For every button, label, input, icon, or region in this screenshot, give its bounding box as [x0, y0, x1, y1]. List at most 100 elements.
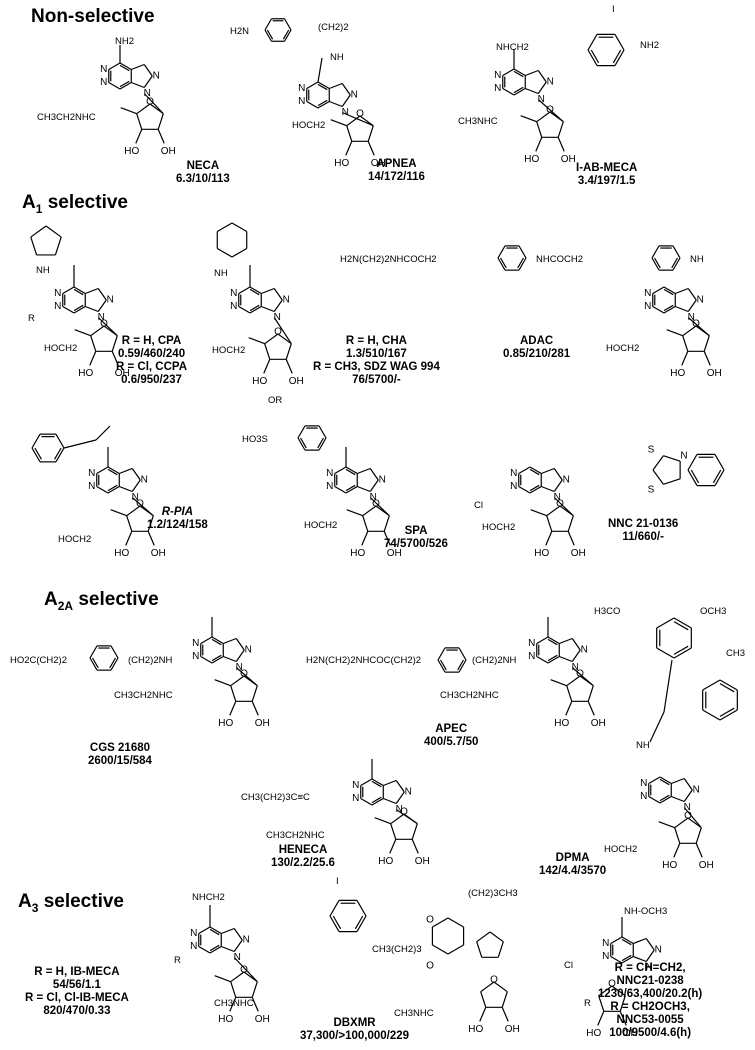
apec-oh-left: HO — [554, 718, 569, 729]
adac-pyrimidine-bond — [663, 305, 676, 314]
nnc-benzothiazole-bond — [687, 469, 698, 486]
cha-ribose-bond — [264, 333, 279, 345]
dpma-ch3: CH3 — [726, 648, 746, 659]
dpma-nh: NH — [636, 740, 650, 751]
neca-oh-bond — [157, 129, 165, 144]
adac-hoch2: HOCH2 — [606, 343, 640, 354]
iabmeca-oh-bond — [557, 137, 565, 152]
nnc-thiazole-bond — [663, 455, 681, 462]
dbxmr-oxo-bottom: O — [426, 961, 434, 972]
nncseries-n9: N — [646, 962, 653, 973]
cgs-phenyl-double-bond — [92, 657, 99, 669]
nncseries-imidazole — [645, 938, 655, 951]
apec-oh-bond — [565, 701, 573, 716]
nncseries-pyrimidine-bond — [610, 955, 623, 964]
dpma-dimethoxyphenyl-bond — [656, 647, 675, 659]
neca-ribose-bond — [157, 113, 164, 130]
adac-imidazole — [687, 288, 697, 301]
adac-phenyl-a-bond — [518, 245, 527, 259]
nncseries-imidazole — [645, 949, 655, 962]
dbxmr-imidazole-bond — [476, 941, 483, 958]
heading-a3-selective: A3 selective — [18, 891, 124, 915]
rpia-phenyl-bond — [31, 433, 41, 449]
spa-pyrimidine-double-bond — [345, 468, 356, 476]
apec-phenyl-bond — [437, 647, 446, 661]
nncseries-n3: N — [602, 951, 609, 962]
dpma-oh-left: HO — [662, 860, 677, 871]
apnea-pyrimidine-bond — [306, 81, 319, 90]
rpia-n1: N — [88, 468, 95, 479]
cha-cyclohexyl-bond — [231, 222, 248, 233]
dpma-tolyl-bond — [719, 709, 738, 721]
apnea-n6-bond — [317, 57, 323, 83]
nnc-ribose-bond — [546, 505, 561, 517]
iabmeca-pyrimidine-double-bond — [513, 70, 524, 78]
spa-glycosidic — [369, 497, 390, 517]
adac-pyrimidine-double-bond — [663, 288, 674, 296]
dpma-n1: N — [640, 778, 647, 789]
dpma-dimethoxyphenyl-bond — [673, 647, 692, 659]
nnc-ribose-bond — [567, 515, 574, 532]
apec-ch2nh: (CH2)2NH — [472, 655, 517, 666]
cgs-pyrimidine-bond — [211, 636, 224, 645]
cgs-pyrimidine-double-bond — [211, 638, 222, 646]
ibmeca-n9: N — [234, 952, 241, 963]
heneca-oh-bond — [411, 839, 419, 854]
cha-cyclohexyl-bond — [216, 247, 233, 258]
cha-hoch2: HOCH2 — [212, 345, 246, 356]
cha-ribose-bond — [277, 333, 292, 345]
heneca-imidazole — [395, 780, 405, 793]
cgs-oh-left: HO — [218, 718, 233, 729]
iabmeca-n1: N — [494, 70, 501, 81]
cha-or: OR — [268, 395, 283, 406]
nncseries-imidazole — [633, 937, 647, 945]
dbxmr-oh-bond — [479, 1007, 487, 1022]
heneca-n9: N — [396, 804, 403, 815]
cha-n3: N — [230, 301, 237, 312]
neca-imidazole — [143, 64, 153, 77]
dpma-n9: N — [684, 802, 691, 813]
cha-imidazole — [273, 299, 283, 312]
cgs-phenyl-bond — [89, 657, 98, 671]
heading-a1-selective: A1 selective — [22, 192, 128, 216]
apnea-ribose-bond — [346, 125, 353, 142]
cha-pyrimidine-double-bond — [249, 304, 260, 312]
iabmeca-phenyl-bond — [614, 34, 625, 51]
adac-phenyl-a-double-bond — [500, 257, 507, 269]
iabmeca-pyrimidine-bond — [513, 87, 526, 96]
neca-imidazole — [131, 63, 145, 71]
nnc-series-r: R — [584, 998, 591, 1009]
cgs-ribose-bond — [230, 675, 245, 687]
cpa-cyclopentyl-bond — [30, 236, 38, 256]
spa-phenyl-double-bond — [300, 437, 307, 449]
cha-ribose-bond — [264, 343, 271, 360]
neca-oh-bond — [135, 129, 143, 144]
dpma-ribose-bond — [674, 827, 681, 844]
cha-n9: N — [274, 312, 281, 323]
neca-ribose-bond — [136, 103, 151, 115]
cpa-oh-right: OH — [115, 368, 130, 379]
apnea-ribose-bond — [346, 115, 361, 127]
heneca-n3: N — [352, 793, 359, 804]
nnc-benzothiazole-bond — [687, 454, 698, 471]
heneca-n1: N — [352, 780, 359, 791]
cgs-imidazole — [223, 655, 237, 663]
spa-phenyl-bond — [318, 425, 327, 439]
apnea-oh-bond — [345, 141, 353, 156]
ibmeca-ribose-bond — [230, 981, 237, 998]
apnea-imidazole — [329, 100, 343, 108]
nnc-benzothiazole-double-bond — [712, 469, 722, 484]
neca-pyrimidine-double-bond — [119, 80, 130, 88]
heneca-ribose-bond — [390, 823, 397, 840]
apnea-imidazole — [341, 94, 351, 107]
nnc-cl: Cl — [474, 500, 483, 511]
iabmeca-n7: N — [547, 77, 554, 88]
rpia-imidazole — [119, 485, 133, 493]
iabmeca-n3: N — [494, 83, 501, 94]
heneca-alkyne: CH3(CH2)3C≡C — [241, 792, 310, 803]
dpma-och3: OCH3 — [700, 606, 727, 617]
rpia-phenyl-bond — [55, 447, 65, 463]
spa-oh-bond — [383, 531, 391, 546]
